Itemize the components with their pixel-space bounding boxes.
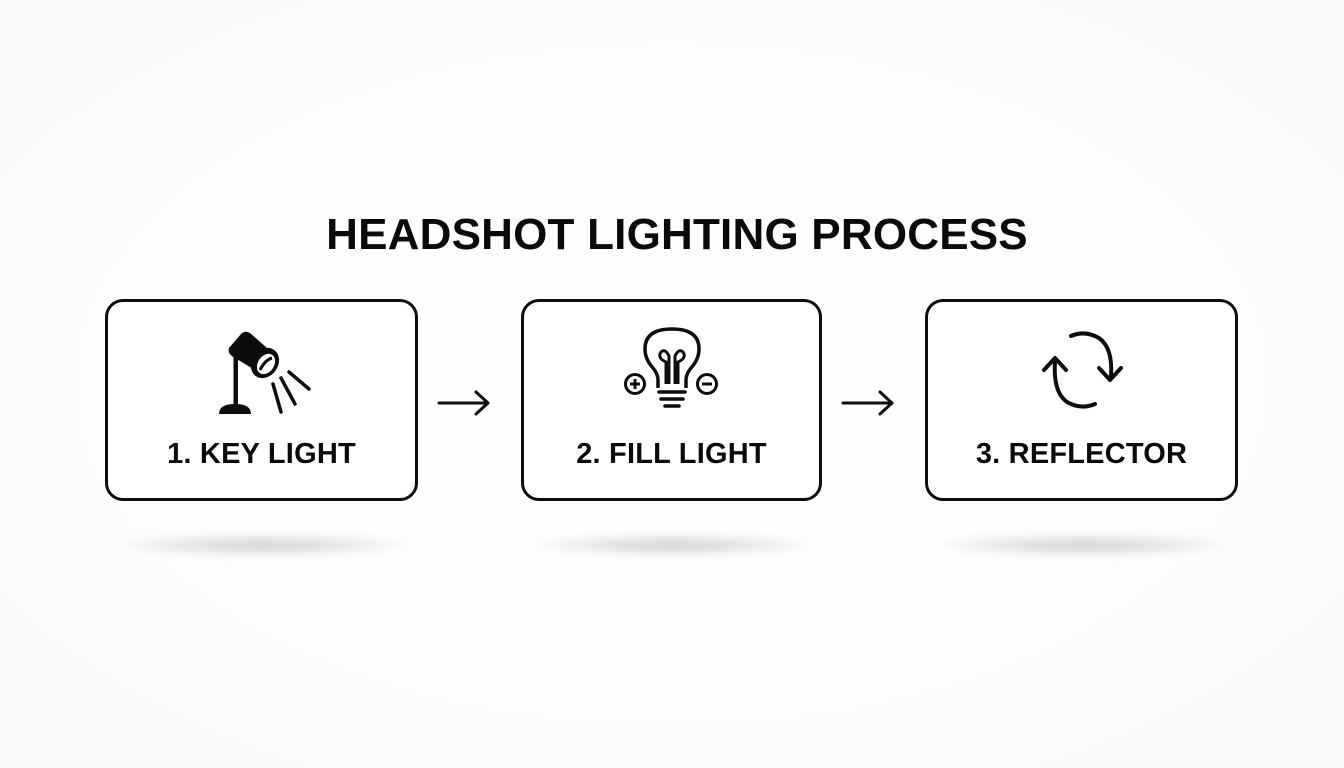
desk-lamp-icon — [218, 331, 311, 414]
step-icon-container — [108, 318, 415, 422]
step-shadow — [938, 534, 1228, 556]
light-bulb-plus-minus-icon — [623, 327, 718, 408]
arrow-right-icon — [437, 390, 490, 416]
step-shadow — [535, 534, 810, 556]
step-label: 2. FILL LIGHT — [576, 438, 767, 470]
step-key-light: 1. KEY LIGHT — [105, 299, 418, 501]
step-icon-container — [524, 318, 819, 422]
diagram-title: HEADSHOT LIGHTING PROCESS — [326, 210, 1028, 259]
step-label: 1. KEY LIGHT — [167, 438, 356, 470]
arrow-right-icon — [841, 390, 894, 416]
step-shadow — [118, 534, 408, 556]
step-reflector: 3. REFLECTOR — [925, 299, 1238, 501]
step-icon-container — [928, 318, 1235, 422]
refresh-cycle-icon — [1041, 331, 1123, 409]
step-label: 3. REFLECTOR — [975, 438, 1188, 470]
step-fill-light: 2. FILL LIGHT — [521, 299, 822, 501]
